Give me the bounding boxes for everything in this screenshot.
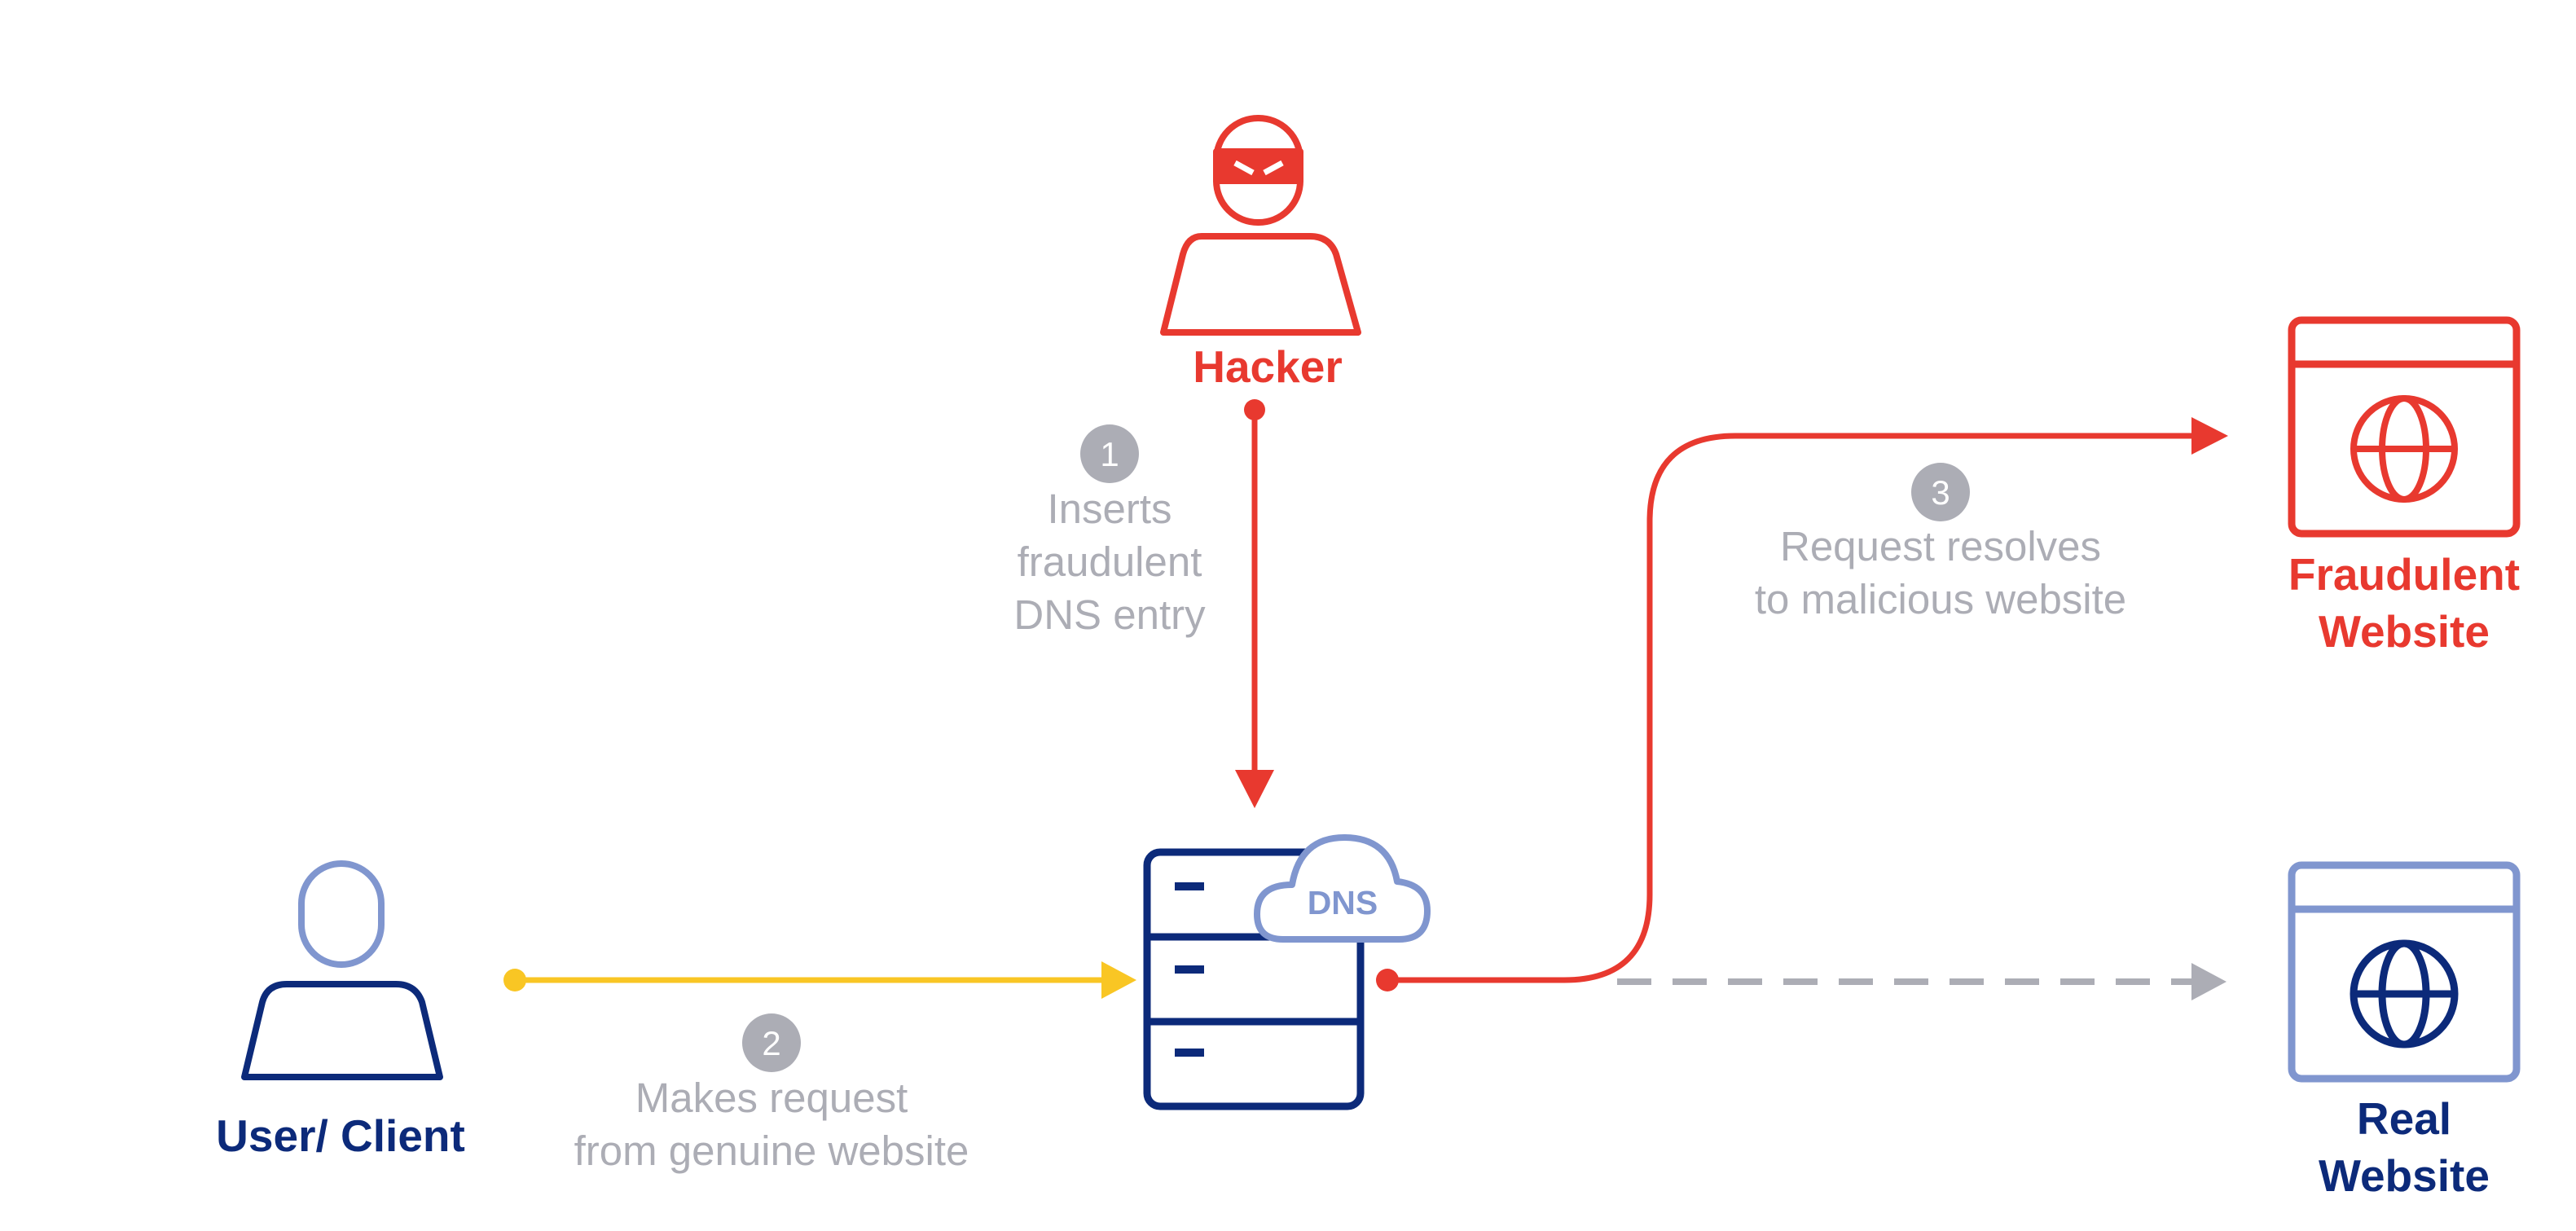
dns-cloud-icon: DNS	[1254, 834, 1431, 943]
step-2-text-line-1: Makes request	[635, 1075, 908, 1121]
dns-label: DNS	[1308, 884, 1378, 921]
user-icon	[241, 860, 443, 1080]
fraudulent-label-line-1: Fraudulent	[2288, 549, 2520, 600]
svg-text:3: 3	[1931, 473, 1950, 512]
fraudulent-label-line-2: Website	[2319, 606, 2490, 657]
step-1-text-line-3: DNS entry	[1013, 591, 1206, 638]
real-label-line-2: Website	[2319, 1150, 2490, 1201]
real-website-icon	[2288, 861, 2521, 1083]
real-label-line-1: Real	[2357, 1093, 2451, 1144]
fraudulent-website-icon	[2288, 316, 2521, 538]
svg-text:2: 2	[762, 1024, 780, 1062]
step-3-text-line-2: to malicious website	[1755, 576, 2126, 622]
real-globe-icon	[2350, 939, 2459, 1049]
step-2-badge: 2	[742, 1013, 801, 1072]
svg-text:1: 1	[1100, 435, 1119, 473]
step-3-text-line-1: Request resolves	[1780, 523, 2101, 569]
step-2-text-line-2: from genuine website	[574, 1128, 969, 1174]
step-1-badge: 1	[1080, 424, 1139, 483]
dns-to-fraudulent-arrow	[1376, 417, 2228, 991]
hacker-icon	[1160, 115, 1361, 336]
dns-to-real-dashed-arrow	[1617, 963, 2227, 1000]
hacker-label: Hacker	[1193, 341, 1342, 392]
dns-server-icon	[1143, 848, 1365, 1110]
step-3-badge: 3	[1911, 463, 1970, 521]
user-to-dns-arrow	[503, 961, 1136, 999]
user-label: User/ Client	[216, 1110, 465, 1161]
step-1-text-line-2: fraudulent	[1018, 539, 1202, 585]
step-1-text-line-1: Inserts	[1047, 486, 1172, 532]
fraudulent-globe-icon	[2350, 395, 2458, 503]
hacker-to-dns-arrow	[1235, 399, 1274, 808]
